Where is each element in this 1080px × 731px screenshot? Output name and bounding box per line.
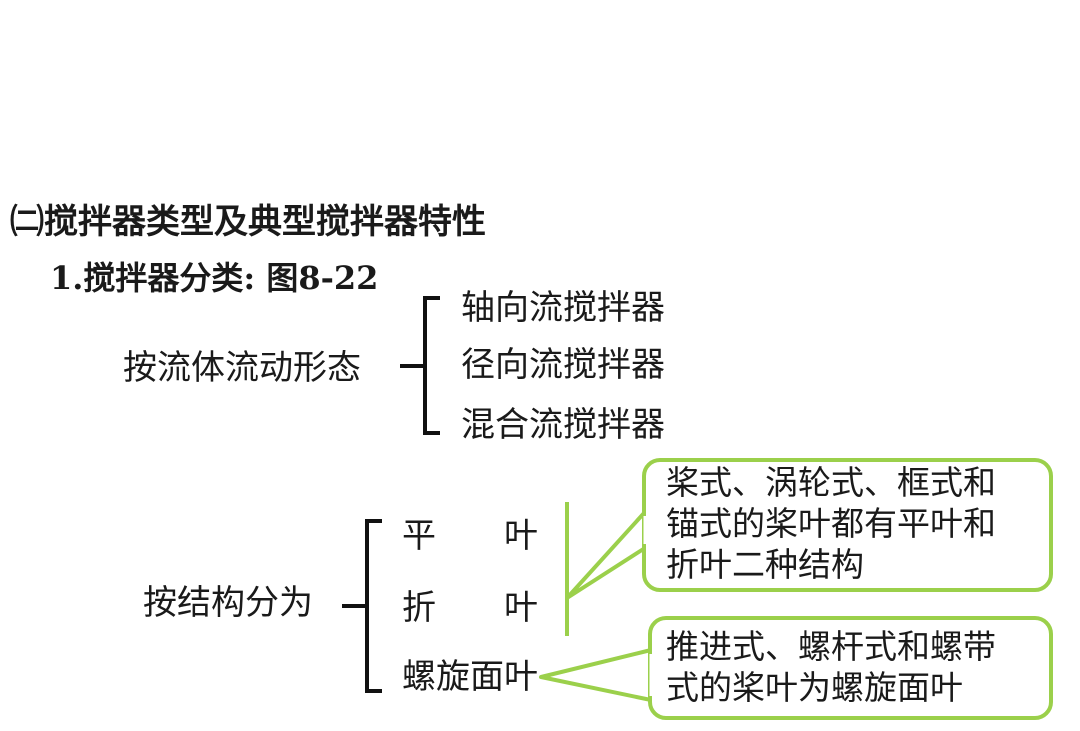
section-title: ㈡搅拌器类型及典型搅拌器特性 [10,202,486,242]
structure-group-label: 按结构分为 [143,583,313,623]
flow-item-axial: 轴向流搅拌器 [461,288,665,328]
flow-item-radial: 径向流搅拌器 [461,345,665,385]
callout-1-box [642,458,1053,592]
callout-2-text: 推进式、螺杆式和螺带 式的桨叶为螺旋面叶 [666,627,996,707]
callout-1-text: 桨式、涡轮式、框式和 锚式的桨叶都有平叶和 折叶二种结构 [666,463,996,584]
structure-item-flat: 平 叶 [402,516,538,556]
structure-item-folded: 折 叶 [402,588,538,628]
subsection-title: 1.搅拌器分类: 图8-22 [50,259,379,297]
structure-item-helical: 螺旋面叶 [402,657,538,697]
flow-item-mixed: 混合流搅拌器 [461,405,665,445]
flow-group-label: 按流体流动形态 [123,348,361,388]
